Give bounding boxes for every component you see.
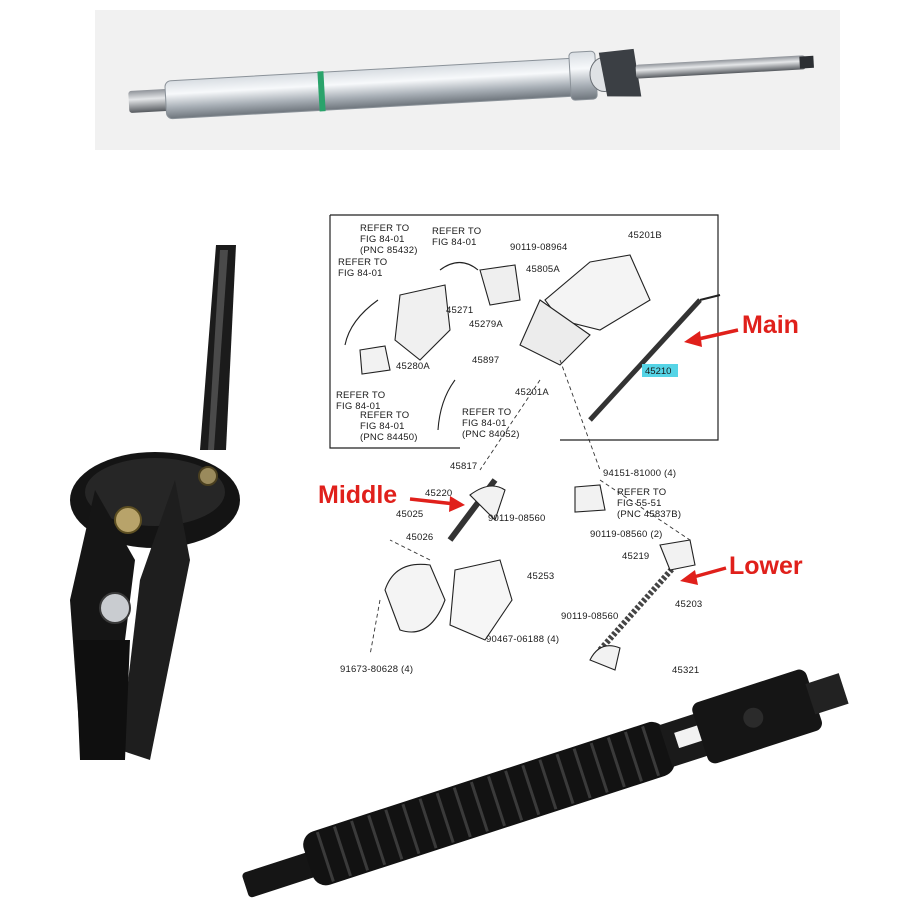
part-highlight bbox=[642, 364, 678, 377]
svg-text:FIG 55-51: FIG 55-51 bbox=[617, 498, 662, 509]
svg-text:REFER TO: REFER TO bbox=[360, 410, 409, 421]
arrow-head-icon bbox=[680, 570, 698, 585]
part-45253: 45253 bbox=[527, 571, 554, 582]
ref-note-5: REFER TO FIG 84-01 (PNC 84450) bbox=[360, 410, 418, 443]
part-45219: 45219 bbox=[622, 551, 649, 562]
part-45805A: 45805A bbox=[526, 264, 560, 275]
svg-text:FIG 84-01: FIG 84-01 bbox=[432, 237, 477, 248]
ref-note-4: REFER TO FIG 84-01 bbox=[336, 390, 385, 412]
callout-lower: Lower bbox=[729, 552, 803, 580]
svg-text:FIG 84-01: FIG 84-01 bbox=[338, 268, 383, 279]
diagram-sketches bbox=[344, 254, 721, 671]
svg-text:REFER TO: REFER TO bbox=[617, 487, 666, 498]
callout-arrows bbox=[409, 328, 739, 585]
ref-note-1: REFER TO FIG 84-01 (PNC 85432) bbox=[360, 223, 418, 256]
main-shaft-photo bbox=[95, 10, 840, 150]
part-45271: 45271 bbox=[446, 305, 473, 316]
bolt-icon bbox=[114, 506, 142, 534]
svg-text:REFER TO: REFER TO bbox=[360, 223, 409, 234]
upper-shaft bbox=[635, 55, 806, 79]
spline-end bbox=[128, 89, 170, 113]
svg-text:(PNC 45837B): (PNC 45837B) bbox=[617, 509, 681, 520]
callout-main: Main bbox=[742, 311, 799, 339]
ref-note-3: REFER TO FIG 84-01 bbox=[338, 257, 387, 279]
svg-text:FIG 84-01: FIG 84-01 bbox=[462, 418, 507, 429]
part-94151-81000: 94151-81000 (4) bbox=[603, 468, 676, 479]
main-shaft-body bbox=[128, 48, 814, 120]
main-arrow bbox=[693, 328, 739, 342]
part-90467-06188: 90467-06188 (4) bbox=[486, 634, 559, 645]
svg-text:FIG 84-01: FIG 84-01 bbox=[360, 234, 405, 245]
part-45201A: 45201A bbox=[515, 387, 549, 398]
diagram-frame bbox=[330, 214, 719, 441]
diagram-leaders bbox=[369, 359, 691, 656]
svg-text:(PNC 84052): (PNC 84052) bbox=[462, 429, 520, 440]
svg-text:FIG 84-01: FIG 84-01 bbox=[360, 421, 405, 432]
part-45321: 45321 bbox=[672, 665, 699, 676]
part-45210: 45210 bbox=[645, 366, 671, 377]
diagram-frame-left bbox=[329, 215, 460, 449]
ref-note-7: REFER TO FIG 55-51 (PNC 45837B) bbox=[617, 487, 681, 520]
part-sticker bbox=[674, 724, 704, 749]
svg-text:REFER TO: REFER TO bbox=[432, 226, 481, 237]
svg-text:(PNC 85432): (PNC 85432) bbox=[360, 245, 418, 256]
ref-note-2: REFER TO FIG 84-01 bbox=[432, 226, 481, 248]
part-45220: 45220 bbox=[425, 488, 452, 499]
part-90119-08560-a: 90119-08560 bbox=[488, 513, 546, 524]
part-91673-80628: 91673-80628 (4) bbox=[340, 664, 413, 675]
svg-text:FIG 84-01: FIG 84-01 bbox=[336, 401, 381, 412]
part-90119-08964: 90119-08964 bbox=[510, 242, 568, 253]
threaded-tip bbox=[799, 55, 814, 69]
bolt-icon bbox=[198, 466, 218, 486]
arrow-head-icon bbox=[684, 331, 702, 347]
middle-arrow bbox=[409, 497, 456, 506]
u-joint-yoke bbox=[598, 48, 642, 97]
part-90119-08560-b: 90119-08560 bbox=[561, 611, 619, 622]
arrow-head-icon bbox=[449, 496, 465, 512]
part-45280A: 45280A bbox=[396, 361, 430, 372]
part-45817: 45817 bbox=[450, 461, 477, 472]
green-marker bbox=[317, 71, 326, 112]
part-45201B: 45201B bbox=[628, 230, 662, 241]
part-45203: 45203 bbox=[675, 599, 702, 610]
part-45025: 45025 bbox=[396, 509, 423, 520]
callout-middle: Middle bbox=[318, 481, 397, 509]
middle-shaft-body bbox=[70, 245, 240, 760]
part-45279A: 45279A bbox=[469, 319, 503, 330]
svg-text:REFER TO: REFER TO bbox=[338, 257, 387, 268]
lower-shaft-body bbox=[242, 669, 849, 898]
svg-text:REFER TO: REFER TO bbox=[462, 407, 511, 418]
ref-note-6: REFER TO FIG 84-01 (PNC 84052) bbox=[462, 407, 520, 440]
part-90119-08560-2: 90119-08560 (2) bbox=[590, 529, 663, 540]
svg-text:REFER TO: REFER TO bbox=[336, 390, 385, 401]
joint-pin bbox=[99, 592, 131, 624]
part-45897: 45897 bbox=[472, 355, 499, 366]
part-45026: 45026 bbox=[406, 532, 433, 543]
svg-text:(PNC 84450): (PNC 84450) bbox=[360, 432, 418, 443]
